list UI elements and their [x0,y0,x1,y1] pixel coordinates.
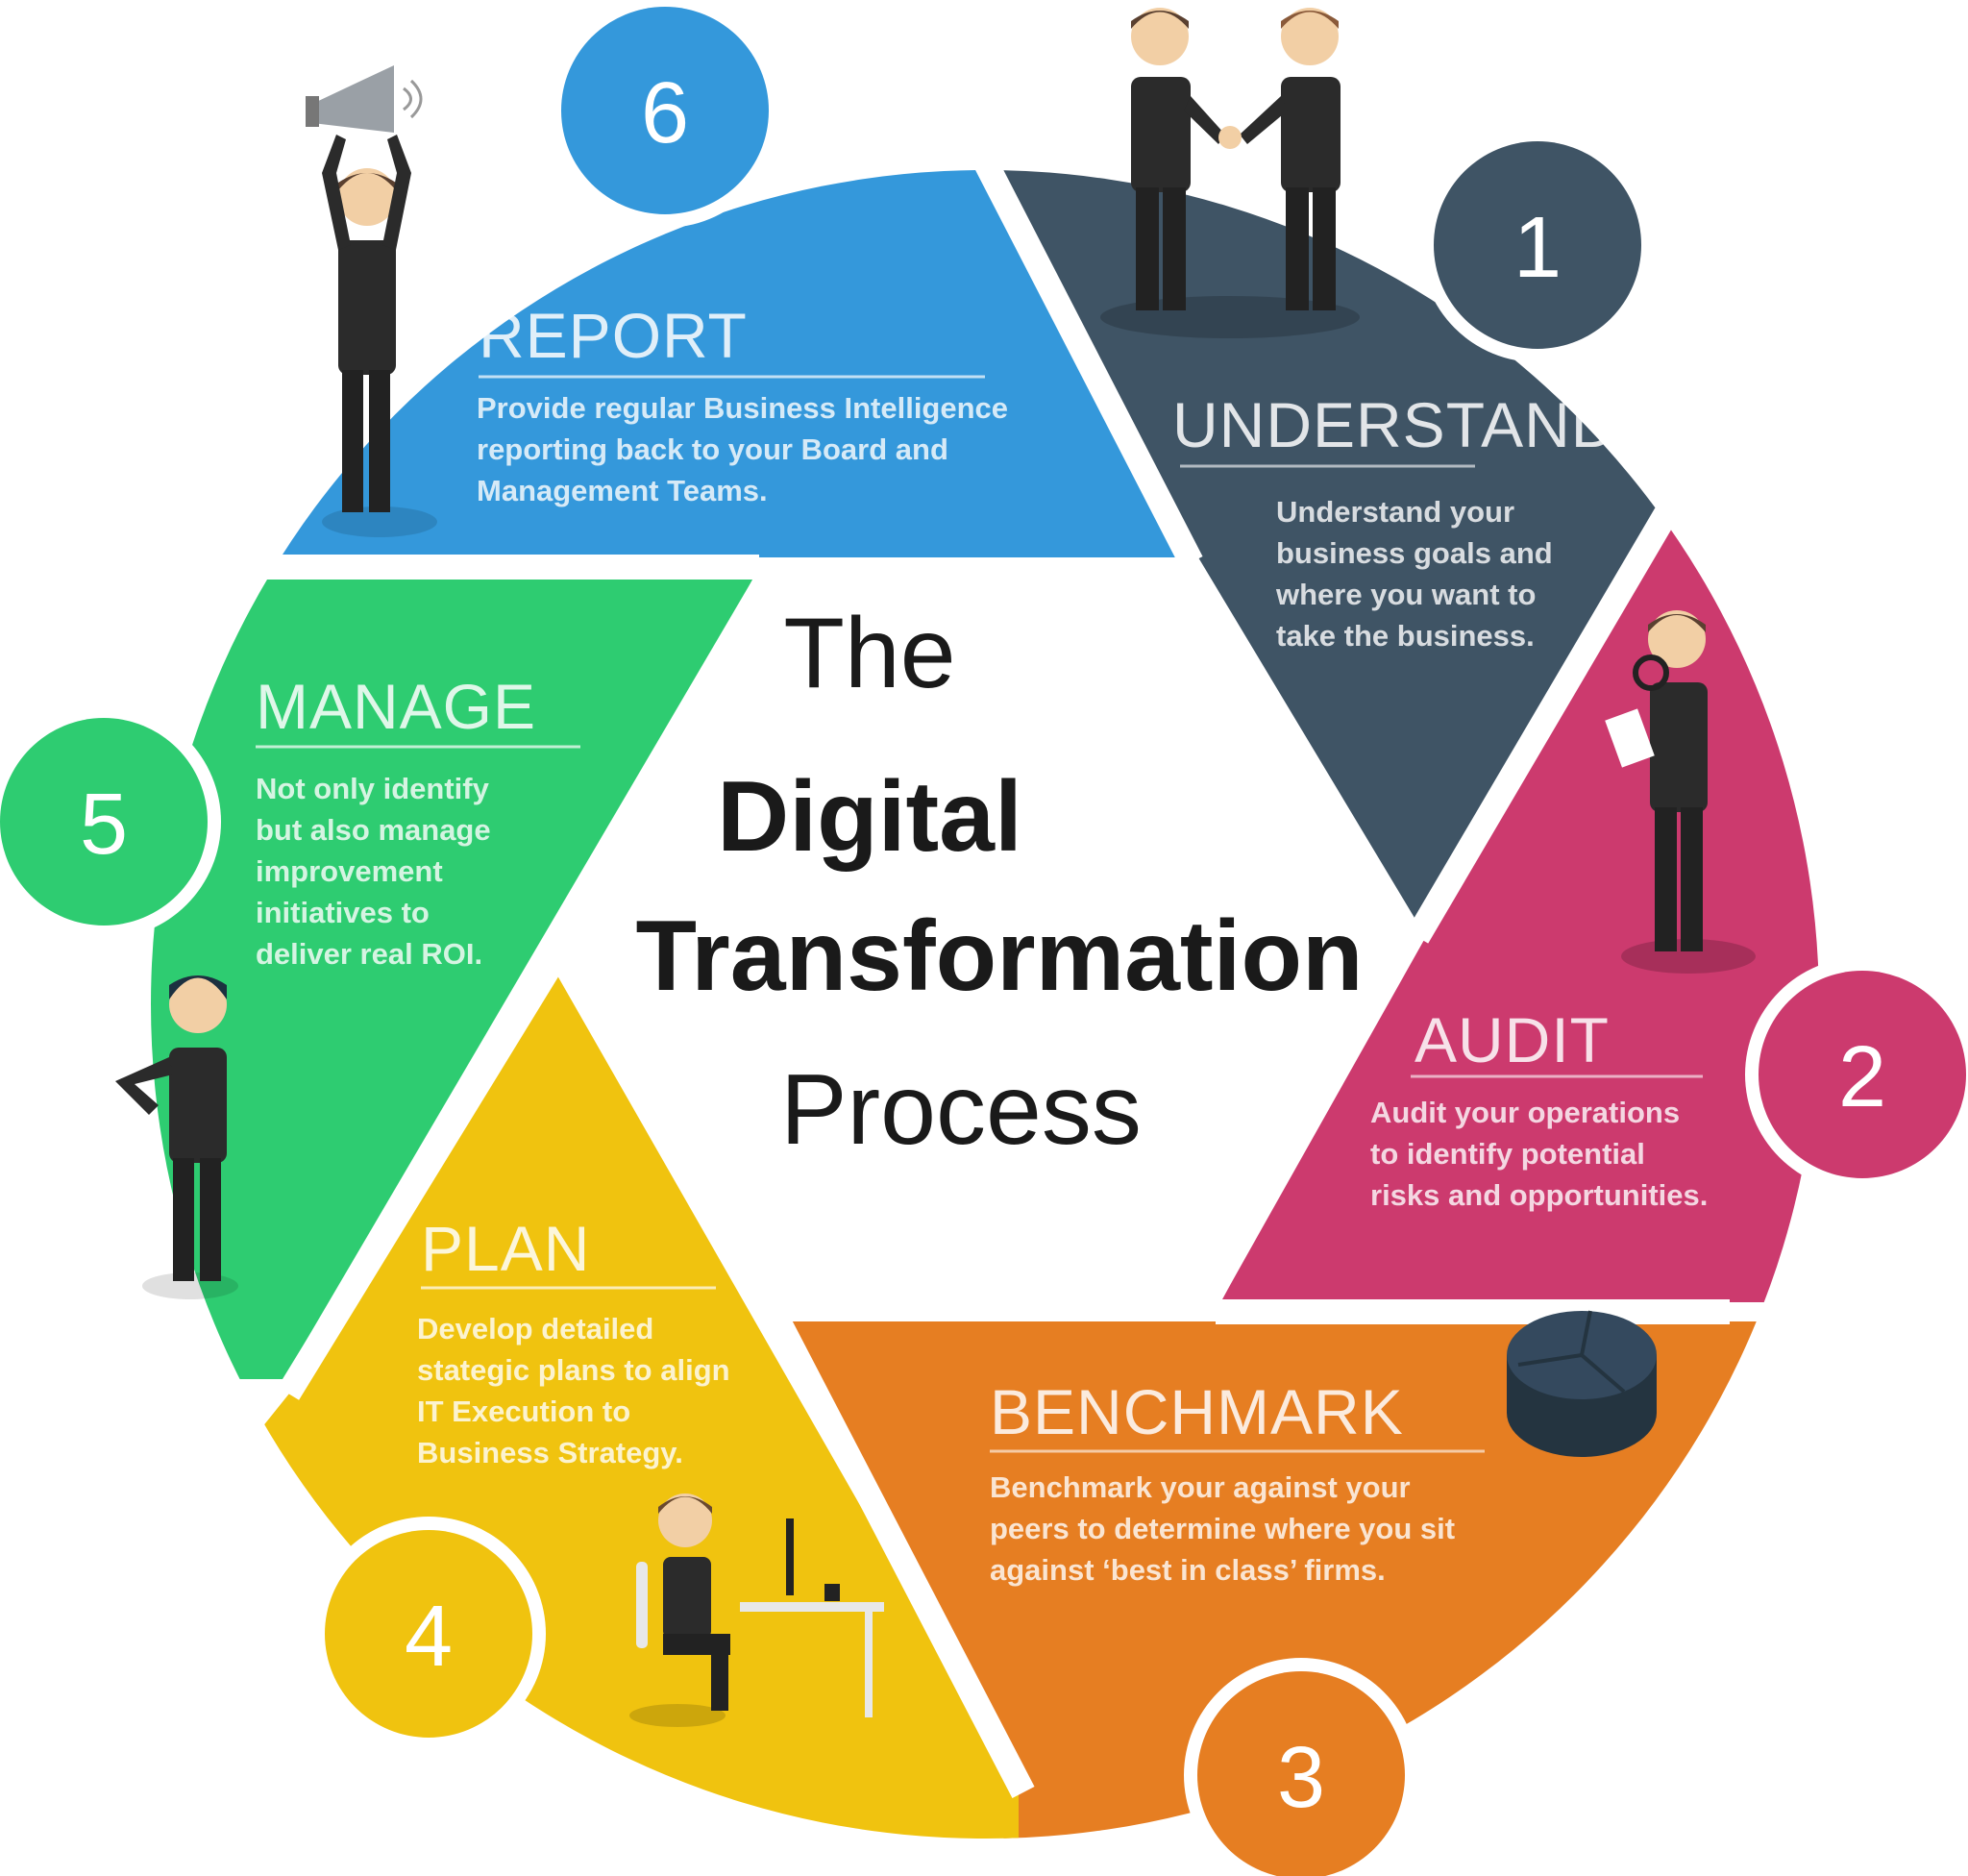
step-title-manage: MANAGE [256,671,536,742]
desk-worker-icon [629,1493,884,1727]
step-number-1: 1 [1513,200,1562,296]
step-benchmark: BENCHMARK Benchmark your against your pe… [990,1376,1485,1587]
step-badge-3: 3 [1184,1658,1418,1876]
step-number-3: 3 [1277,1730,1325,1826]
pie-chart-icon [1507,1310,1657,1457]
step-desc-plan: Develop detailed stategic plans to align… [417,1312,738,1469]
step-badge-6: 6 [548,0,782,228]
step-badge-1: 1 [1420,128,1655,362]
step-understand: UNDERSTAND Understand your business goal… [1172,389,1617,653]
step-desc-understand: Understand your business goals and where… [1275,495,1561,653]
step-manage: MANAGE Not only identify but also manage… [256,671,580,971]
step-desc-report: Provide regular Business Intelligence re… [477,391,1017,507]
step-audit: AUDIT Audit your operations to identify … [1370,1004,1708,1212]
magnifier-figure-icon [1605,610,1756,974]
step-number-4: 4 [405,1589,453,1685]
step-badge-5: 5 [0,704,221,939]
megaphone-figure-icon [306,65,437,537]
step-number-5: 5 [80,777,128,873]
title-line-process: Process [780,1054,1142,1166]
step-title-report: REPORT [479,300,748,371]
segment-manage [151,577,754,1379]
title-line-transformation: Transformation [636,901,1364,1012]
step-report: REPORT Provide regular Business Intellig… [477,300,1017,507]
center-hexagon [557,562,1417,1312]
step-title-plan: PLAN [421,1213,590,1284]
step-title-benchmark: BENCHMARK [990,1376,1404,1447]
handshake-figures-icon [1100,8,1360,338]
step-badge-2: 2 [1745,957,1968,1192]
step-plan: PLAN Develop detailed stategic plans to … [417,1213,738,1469]
diagram-title: The Digital Transformation Process [636,598,1364,1166]
step-badge-4: 4 [311,1517,546,1751]
step-title-understand: UNDERSTAND [1172,389,1617,460]
segment-audit [1220,457,1819,1302]
step-number-6: 6 [641,65,689,161]
segment-dividers [235,90,1730,1798]
step-number-2: 2 [1838,1029,1886,1125]
manager-figure-icon [115,975,238,1299]
step-desc-audit: Audit your operations to identify potent… [1370,1096,1708,1212]
step-desc-benchmark: Benchmark your against your peers to det… [990,1470,1464,1587]
step-desc-manage: Not only identify but also manage improv… [256,772,499,971]
step-title-audit: AUDIT [1414,1004,1610,1075]
title-line-digital: Digital [717,761,1022,873]
title-line-the: The [783,598,955,709]
